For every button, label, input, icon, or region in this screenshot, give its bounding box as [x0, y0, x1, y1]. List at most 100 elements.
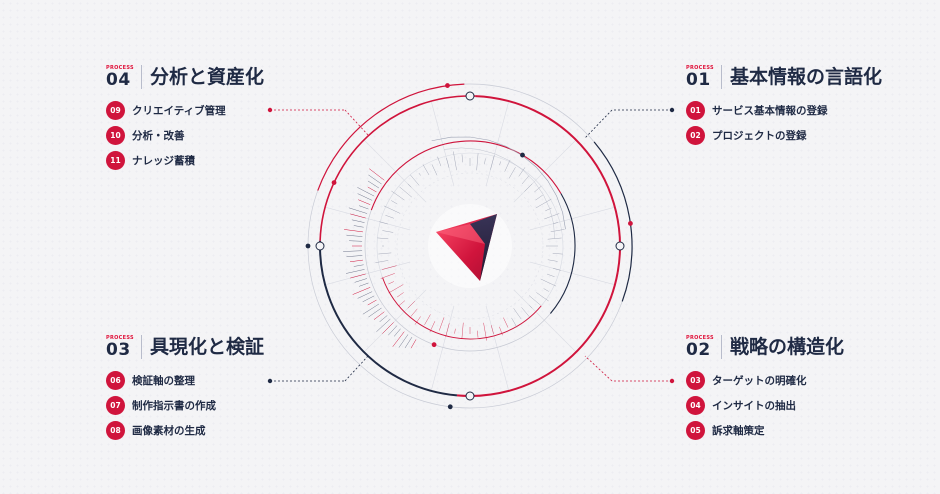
step-label: プロジェクトの登録	[712, 130, 807, 142]
radial-tick-outer	[410, 339, 417, 349]
radial-tick-outer	[388, 325, 398, 336]
radial-tick	[407, 183, 412, 188]
ring-node	[615, 241, 625, 251]
mid-navy-arc	[550, 193, 576, 314]
step-label: ナレッジ蓄積	[132, 155, 195, 167]
ring-node	[465, 91, 475, 101]
step-item: 08 画像素材の生成	[106, 421, 264, 440]
radial-tick	[431, 164, 438, 176]
radial-tick-outer	[346, 255, 363, 258]
radial-tick-outer	[362, 303, 380, 315]
step-number-badge: 01	[686, 101, 705, 120]
radial-tick	[490, 155, 495, 170]
radial-tick-outer	[362, 295, 375, 303]
step-item: 04 インサイトの抽出	[686, 396, 844, 415]
radial-tick	[545, 207, 552, 212]
process-label: PROCESS	[106, 65, 134, 71]
process-number: 01	[686, 70, 711, 90]
step-label: 画像素材の生成	[132, 425, 206, 437]
connector-endpoint-01	[669, 107, 675, 113]
step-label: ターゲットの明確化	[712, 375, 807, 387]
ring-node	[315, 241, 325, 251]
radial-tick	[535, 198, 552, 209]
step-number-badge: 06	[106, 371, 125, 390]
radial-tick-outer	[368, 307, 382, 318]
step-label: 訴求軸策定	[712, 425, 765, 437]
radial-tick	[461, 154, 463, 163]
radial-tick	[534, 186, 542, 193]
step-item: 03 ターゲットの明確化	[686, 371, 844, 390]
radial-spoke-line	[325, 206, 411, 231]
step-item: 10 分析・改善	[106, 126, 264, 145]
radial-tick	[388, 284, 404, 294]
inner-dashed-ring	[396, 172, 544, 320]
radial-spoke-line	[363, 289, 427, 353]
step-item: 05 訴求軸策定	[686, 421, 844, 440]
triangle-logo-navy-facet	[470, 214, 497, 281]
process-header: PROCESS 04 分析と資産化	[106, 57, 264, 89]
header-divider	[720, 65, 722, 89]
radial-tick-outer	[350, 259, 363, 263]
connector-endpoint-04	[267, 107, 273, 113]
process-panel-04: PROCESS 04 分析と資産化 09 クリエイティブ管理 10 分析・改善 …	[106, 57, 264, 176]
step-number-badge: 03	[686, 371, 705, 390]
connector-endpoint-03	[267, 378, 273, 384]
outer-red-thin-arc	[317, 83, 465, 191]
connector-line-03	[344, 355, 369, 382]
radial-tick	[391, 200, 398, 205]
step-number-badge: 04	[686, 396, 705, 415]
radial-tick-outer	[348, 207, 368, 214]
radial-tick-outer	[357, 291, 373, 299]
ring-dot	[431, 342, 437, 348]
radial-tick-outer	[344, 229, 363, 233]
process-panel-01: PROCESS 01 基本情報の言語化 01 サービス基本情報の登録 02 プロ…	[686, 57, 882, 151]
ring-dot	[520, 152, 525, 158]
radial-tick	[490, 325, 494, 334]
step-number-badge: 08	[106, 421, 125, 440]
radial-tick	[499, 161, 502, 166]
step-number-badge: 02	[686, 126, 705, 145]
radial-tick	[438, 317, 445, 331]
radial-tick	[528, 295, 541, 306]
radial-spoke-line	[363, 139, 427, 203]
radial-tick-outer	[345, 269, 365, 274]
radial-tick-outer	[359, 205, 369, 210]
connector-endpoint-02	[669, 378, 675, 384]
radial-tick	[476, 153, 479, 171]
radial-tick	[521, 307, 530, 318]
diagram-decoration	[267, 83, 675, 410]
step-list: 06 検証軸の整理 07 制作指示書の作成 08 画像素材の生成	[106, 371, 264, 440]
radial-tick	[383, 205, 401, 214]
radial-tick	[540, 278, 557, 287]
radial-tick-outer	[357, 187, 375, 197]
radial-tick	[511, 317, 518, 328]
radial-tick	[553, 222, 558, 224]
step-number-badge: 10	[106, 126, 125, 145]
process-label: PROCESS	[106, 335, 134, 341]
radial-tick	[553, 268, 561, 271]
process-number: 04	[106, 70, 131, 90]
radial-tick	[429, 321, 436, 333]
radial-tick	[424, 314, 431, 325]
radial-tick	[385, 214, 394, 219]
radial-tick	[437, 156, 442, 167]
step-list: 09 クリエイティブ管理 10 分析・改善 11 ナレッジ蓄積	[106, 101, 264, 170]
triangle-logo-highlight	[436, 224, 485, 244]
radial-tick	[388, 281, 394, 285]
radial-tick-outer	[350, 273, 366, 279]
radial-spoke-line	[430, 101, 455, 187]
outer-red-arc-bottom-right	[456, 271, 619, 397]
step-number-badge: 09	[106, 101, 125, 120]
step-item: 07 制作指示書の作成	[106, 396, 264, 415]
radial-tick	[508, 167, 516, 179]
radial-tick-outer	[351, 219, 365, 223]
radial-tick-outer	[343, 250, 363, 252]
step-item: 06 検証軸の整理	[106, 371, 264, 390]
radial-tick	[380, 273, 395, 279]
step-item: 09 クリエイティブ管理	[106, 101, 264, 120]
radial-tick-outer	[352, 287, 371, 295]
process-title: 分析と資産化	[149, 66, 264, 88]
process-panel-03: PROCESS 03 具現化と検証 06 検証軸の整理 07 制作指示書の作成 …	[106, 327, 264, 446]
radial-tick-outer	[349, 240, 363, 242]
